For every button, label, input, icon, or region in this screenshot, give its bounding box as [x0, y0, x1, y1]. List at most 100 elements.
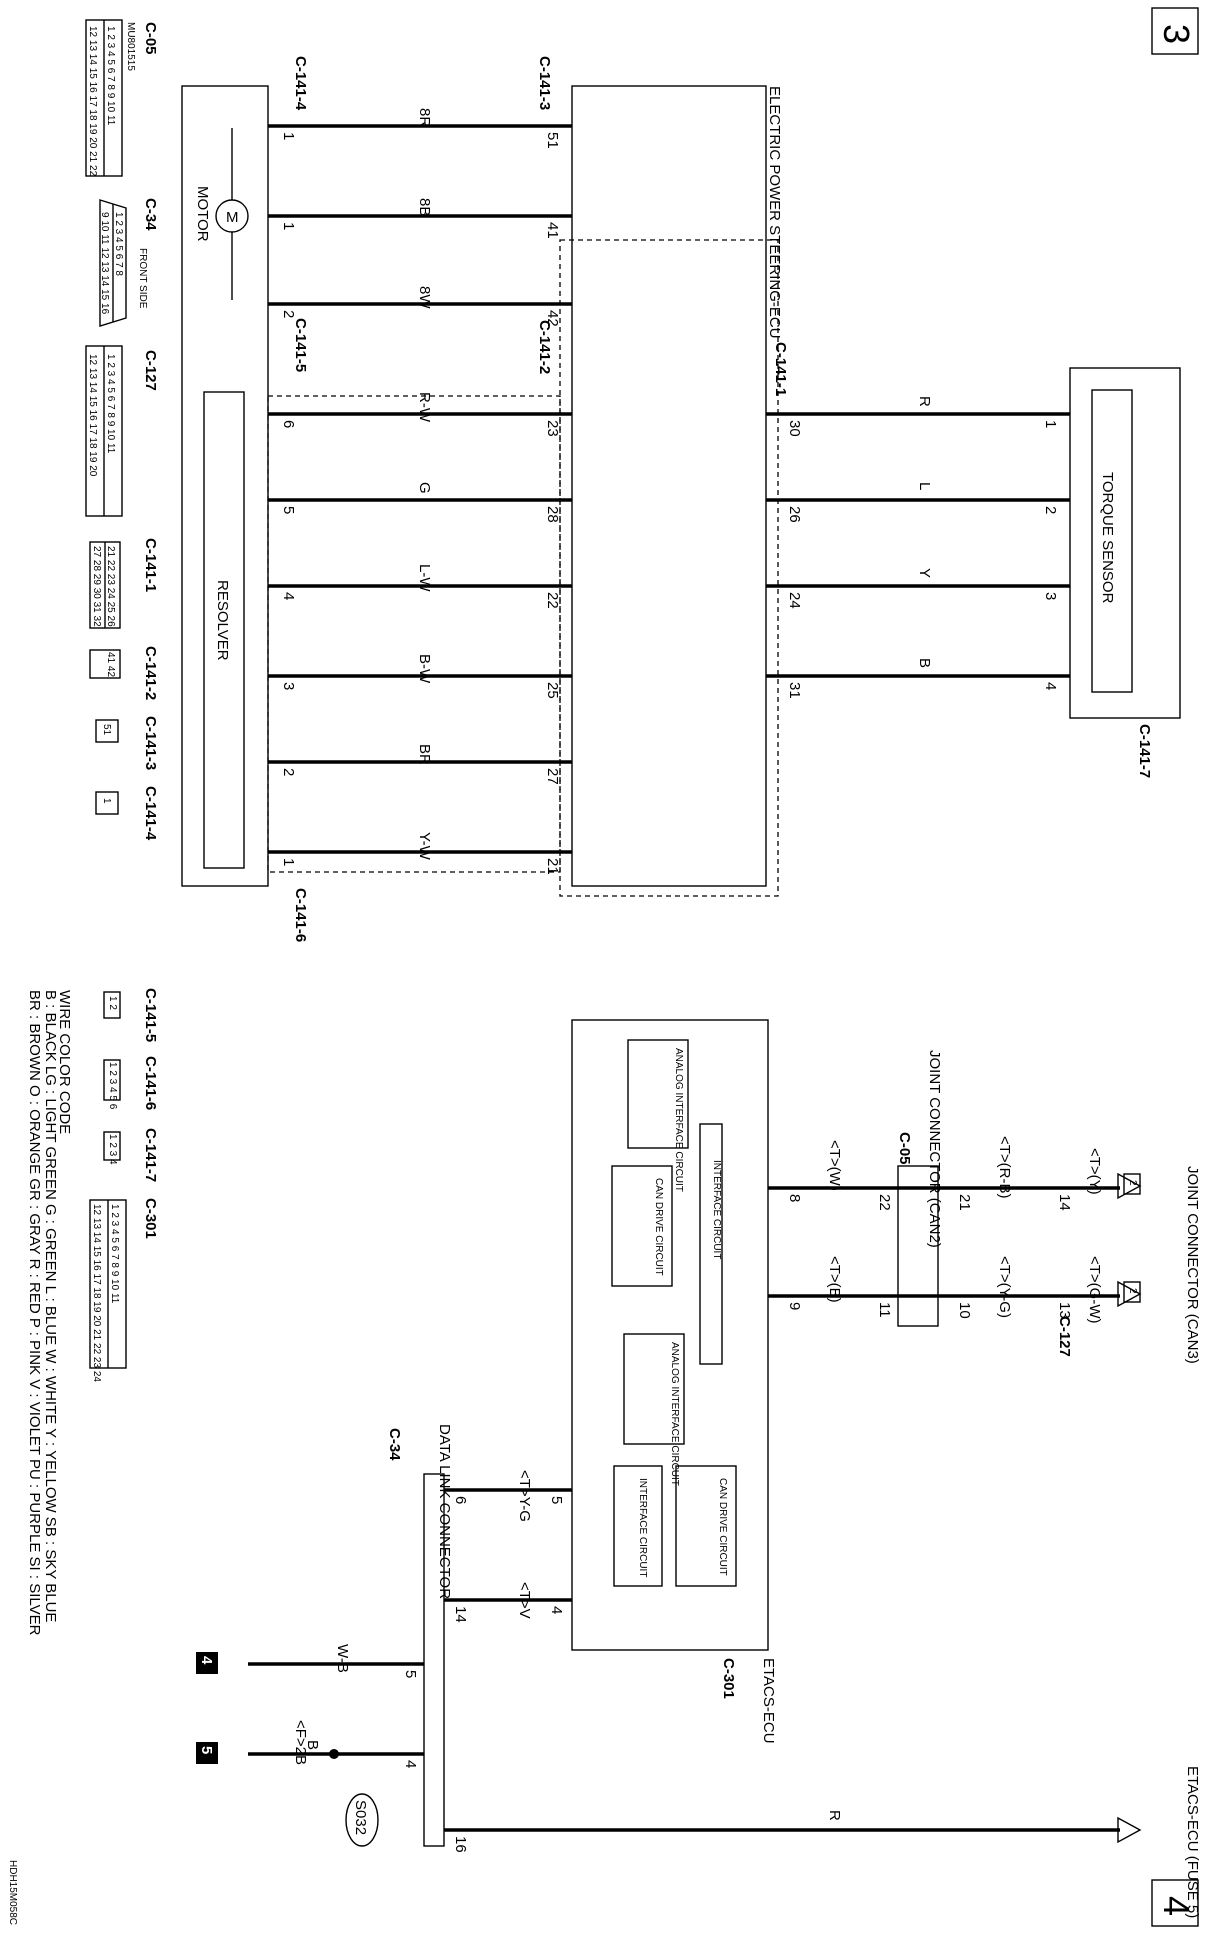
analog-interface-circuit-2: ANALOG INTERFACE CIRCUIT	[623, 1333, 685, 1486]
svg-text:1 2 3 4 5 6: 1 2 3 4 5 6	[107, 1062, 118, 1110]
svg-text:<T>(Y): <T>(Y)	[1086, 1148, 1103, 1195]
page-number-box-bottom	[1151, 1879, 1199, 1927]
can-drive-circuit-1: CAN DRIVE CIRCUIT	[611, 1165, 673, 1287]
svg-text:Y-W: Y-W	[416, 832, 433, 861]
svg-text:CAN DRIVE CIRCUIT: CAN DRIVE CIRCUIT	[717, 1478, 728, 1576]
svg-text:<T>(W): <T>(W)	[826, 1140, 843, 1191]
resolver-shield	[267, 395, 561, 873]
svg-text:1 2 3 4 5 6 7 8 9 10 11: 1 2 3 4 5 6 7 8 9 10 11	[105, 354, 116, 454]
resolver-wire-br: BR 27 2	[268, 744, 572, 785]
page-number-bottom: 4	[1156, 1896, 1197, 1916]
svg-text:INTERFACE CIRCUIT: INTERFACE CIRCUIT	[637, 1478, 648, 1577]
svg-text:L: L	[916, 482, 933, 490]
svg-text:30: 30	[786, 420, 803, 437]
svg-text:11: 11	[876, 1302, 893, 1318]
svg-text:41 42: 41 42	[105, 652, 116, 677]
svg-text:12 13 14 15 16 17 18 19 20: 12 13 14 15 16 17 18 19 20	[87, 354, 98, 477]
svg-text:1 2 3 4 5 6 7 8 9 10 11: 1 2 3 4 5 6 7 8 9 10 11	[109, 1204, 120, 1304]
dlc-wire-v: <T>V 4 14	[444, 1582, 572, 1623]
power-wire-r: R 16 ETACS-ECU (FUSE 5)	[444, 1766, 1201, 1918]
eps-ecu-box	[571, 85, 767, 887]
connector-c141-6-label: C-141-6	[292, 888, 309, 942]
svg-text:MU801515: MU801515	[125, 22, 136, 71]
motor-resolver-box	[181, 85, 269, 887]
svg-text:21 22 23 24 25 26: 21 22 23 24 25 26	[105, 546, 116, 627]
svg-text:41: 41	[544, 222, 561, 239]
svg-text:6: 6	[452, 1496, 469, 1504]
svg-text:C-141-4: C-141-4	[142, 786, 159, 841]
svg-text:5: 5	[548, 1496, 565, 1504]
connector-view-c141-4: C-141-4 1	[95, 786, 159, 841]
svg-text:2: 2	[1127, 1288, 1138, 1294]
joint-can3-pin-left: 2	[1117, 1172, 1142, 1200]
connector-view-c141-1: C-141-1 21 22 23 24 25 26 27 28 29 30 31…	[89, 538, 159, 629]
connector-c141-5-label: C-141-5	[292, 318, 309, 372]
torque-sensor-outer	[1069, 367, 1181, 719]
svg-text:1: 1	[280, 132, 297, 140]
svg-text:14: 14	[452, 1606, 469, 1623]
connector-c05-ref: C-05	[896, 1132, 913, 1165]
svg-text:13: 13	[1056, 1302, 1073, 1319]
svg-text:<T>(R-B): <T>(R-B)	[996, 1136, 1013, 1199]
ground-wire-wb: W-B 5 4	[196, 1644, 424, 1678]
torque-wire-l: L 26 2	[766, 482, 1070, 523]
svg-text:23: 23	[544, 420, 561, 437]
svg-text:4: 4	[548, 1606, 565, 1614]
svg-text:6: 6	[280, 420, 297, 428]
interface-circuit: INTERFACE CIRCUIT	[699, 1123, 723, 1365]
ground-mark-5: 5	[198, 1746, 215, 1754]
torque-wire-r: R 30 1	[766, 396, 1070, 437]
joint-can2-box	[897, 1165, 939, 1327]
svg-text:C-141-5: C-141-5	[142, 988, 159, 1042]
svg-text:14: 14	[1056, 1194, 1073, 1211]
svg-text:1 2 3 4 5 6 7 8: 1 2 3 4 5 6 7 8	[113, 212, 124, 276]
connector-c141-1-label: C-141-1	[772, 342, 789, 396]
torque-sensor-inner	[1091, 389, 1133, 693]
svg-text:25: 25	[544, 682, 561, 699]
motor-wire-8b: 8B 41 1	[268, 198, 572, 239]
svg-text:51: 51	[544, 132, 561, 149]
svg-text:B: B	[916, 658, 933, 668]
svg-text:9 10 11 12 13 14 15 16: 9 10 11 12 13 14 15 16	[99, 212, 110, 315]
svg-text:C-301: C-301	[142, 1198, 159, 1239]
connector-c34-ref: C-34	[386, 1428, 403, 1461]
svg-text:INTERFACE CIRCUIT: INTERFACE CIRCUIT	[711, 1160, 722, 1259]
svg-text:4: 4	[402, 1760, 419, 1768]
svg-text:C-141-6: C-141-6	[142, 1056, 159, 1110]
svg-text:1 2 3 4: 1 2 3 4	[107, 1134, 118, 1165]
svg-text:8: 8	[786, 1194, 803, 1202]
svg-text:24: 24	[786, 592, 803, 609]
svg-text:27 28 29 30 31 32: 27 28 29 30 31 32	[91, 546, 102, 627]
connector-view-c34: C-34 FRONT SIDE 1 2 3 4 5 6 7 8 9 10 11 …	[99, 198, 159, 327]
svg-text:R-W: R-W	[416, 392, 433, 423]
svg-text:12 13 14 15 16 17 18 19 20 21: 12 13 14 15 16 17 18 19 20 21 22	[87, 26, 98, 177]
connector-c141-3-label: C-141-3	[536, 56, 553, 110]
svg-text:BR : BROWN O : ORANGE GR :: BR : BROWN O : ORANGE GR : GRAY R : RED …	[26, 990, 43, 1636]
joint-can3-pin-right: 2	[1117, 1280, 1142, 1308]
svg-text:B-W: B-W	[416, 654, 433, 684]
svg-text:C-141-1: C-141-1	[142, 538, 159, 592]
connector-view-c301: C-301 1 2 3 4 5 6 7 8 9 10 11 12 13 14 1…	[89, 1198, 159, 1382]
svg-text:9: 9	[786, 1302, 803, 1310]
eps-ecu-shield	[559, 239, 779, 897]
motor-label: MOTOR	[194, 186, 211, 242]
resolver-box	[203, 391, 245, 869]
svg-text:3: 3	[1042, 592, 1059, 600]
data-link-connector-box	[423, 1473, 445, 1847]
svg-text:W-B: W-B	[334, 1644, 351, 1673]
svg-text:<F>2B: <F>2B	[292, 1720, 309, 1765]
svg-text:B : BLACK LG : LIGHT GREEN: B : BLACK LG : LIGHT GREEN G : GREEN L :…	[42, 990, 59, 1622]
svg-text:BR: BR	[416, 744, 433, 765]
wire-color-legend: WIRE COLOR CODE B : BLACK LG : LIGHT GRE…	[26, 990, 73, 1636]
torque-sensor-label: TORQUE SENSOR	[1099, 472, 1116, 604]
interface-circuit-2: INTERFACE CIRCUIT	[613, 1465, 663, 1587]
resolver-wire-rw: R-W 23 6	[268, 392, 572, 437]
resolver-label: RESOLVER	[214, 580, 231, 661]
can-drive-circuit-2: CAN DRIVE CIRCUIT	[675, 1465, 737, 1587]
svg-text:<T>V: <T>V	[516, 1582, 533, 1619]
svg-text:CAN DRIVE CIRCUIT: CAN DRIVE CIRCUIT	[653, 1178, 664, 1276]
svg-text:ETACS-ECU (FUSE 5): ETACS-ECU (FUSE 5)	[1184, 1766, 1201, 1918]
svg-text:C-141-3: C-141-3	[142, 716, 159, 770]
torque-wire-y: Y 24 3	[766, 568, 1070, 609]
svg-text:1: 1	[101, 798, 112, 804]
